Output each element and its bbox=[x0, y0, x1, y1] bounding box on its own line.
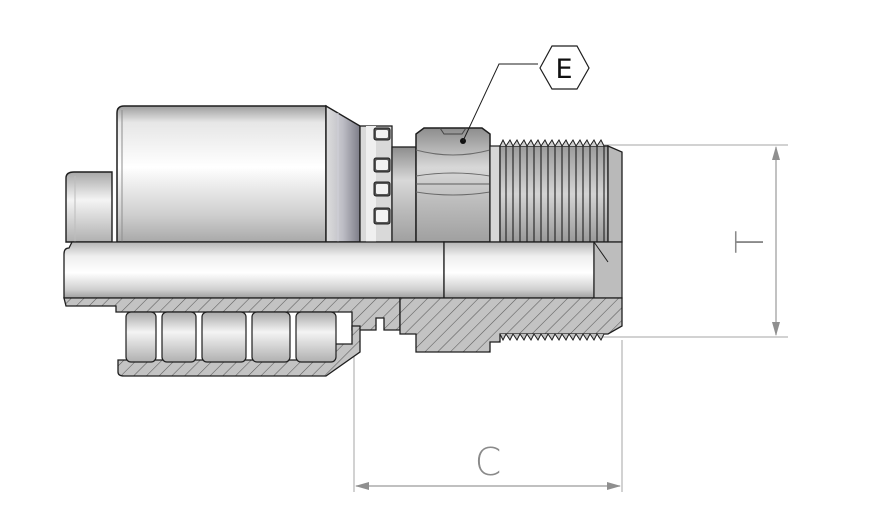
dimension-t: T bbox=[728, 146, 780, 336]
bore bbox=[63, 241, 623, 299]
collar bbox=[359, 125, 393, 243]
ferrule-outer bbox=[116, 104, 361, 243]
extension-lines bbox=[353, 144, 788, 492]
thread-relief bbox=[489, 145, 501, 243]
callout-e: E bbox=[462, 45, 590, 142]
ferrule-teeth bbox=[125, 311, 337, 363]
male-thread bbox=[499, 138, 623, 243]
hex-nut bbox=[415, 127, 491, 243]
neck bbox=[391, 146, 417, 243]
dimension-c: C bbox=[355, 440, 621, 490]
section-lower-half bbox=[63, 297, 623, 377]
dimension-c-label: C bbox=[475, 440, 502, 484]
callout-hexagon bbox=[539, 45, 590, 90]
callout-label: E bbox=[555, 54, 572, 85]
dimension-t-label: T bbox=[728, 230, 772, 253]
nipple-tip bbox=[65, 171, 113, 243]
